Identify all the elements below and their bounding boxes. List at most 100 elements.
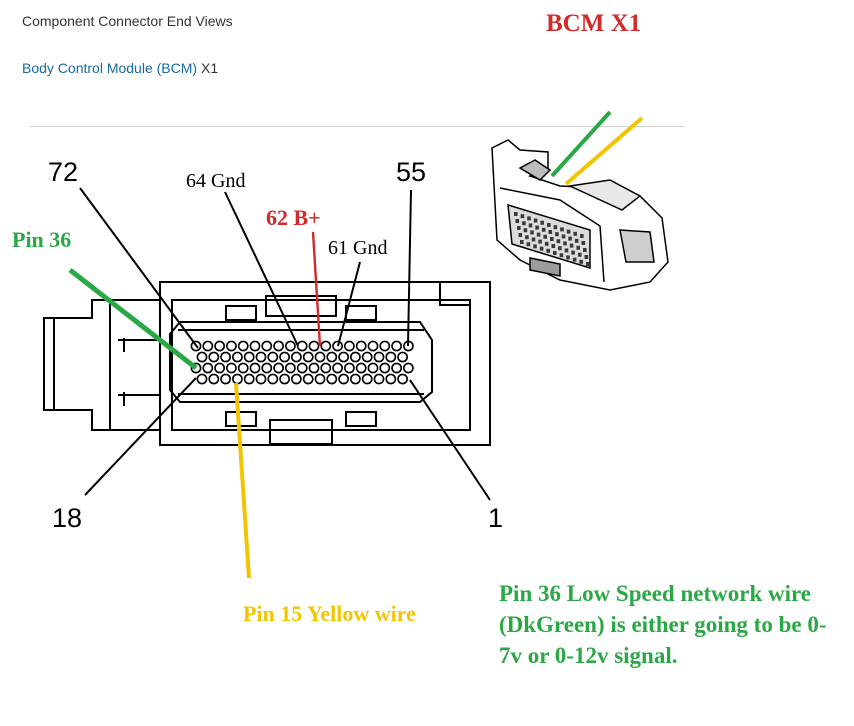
photo-pin bbox=[543, 234, 547, 239]
photo-pin bbox=[576, 245, 580, 250]
photo-pin bbox=[523, 228, 528, 233]
photo-pin bbox=[550, 237, 554, 241]
photo-pin bbox=[581, 241, 586, 245]
photo-pin bbox=[551, 244, 556, 248]
photo-pin bbox=[580, 234, 584, 238]
photo-pin bbox=[556, 239, 561, 244]
pin-cavity bbox=[249, 362, 261, 374]
photo-pin bbox=[574, 238, 579, 243]
photo-pin bbox=[515, 219, 520, 223]
photo-pin bbox=[553, 225, 558, 230]
pin-cavity bbox=[332, 362, 343, 374]
pin-62-bplus-label: 62 B+ bbox=[266, 205, 321, 230]
pin-cavity bbox=[237, 362, 249, 374]
pin-72-label: 72 bbox=[48, 157, 79, 187]
pin-cavity bbox=[261, 340, 273, 352]
pin-cavity bbox=[190, 362, 202, 374]
photo-pin bbox=[528, 223, 533, 228]
pin-cavity bbox=[202, 362, 214, 374]
pin-cavity bbox=[220, 373, 231, 385]
pin-cavity bbox=[379, 362, 391, 374]
pin-cavity bbox=[385, 351, 397, 363]
pin-cavity bbox=[361, 373, 373, 385]
pin-cavity bbox=[332, 340, 343, 352]
photo-pin bbox=[548, 230, 553, 234]
pin-cavity bbox=[284, 362, 296, 374]
pin-55-label: 55 bbox=[396, 157, 427, 187]
photo-pin bbox=[555, 232, 559, 237]
photo-yellow-wire bbox=[564, 116, 644, 186]
pin-cavity bbox=[261, 362, 273, 374]
photo-pin bbox=[579, 259, 583, 264]
pin-cavity bbox=[267, 351, 279, 363]
pin-cavity bbox=[355, 340, 367, 352]
pin-cavity bbox=[397, 351, 408, 363]
leader-15-yellow bbox=[234, 382, 251, 579]
photo-pin bbox=[569, 243, 574, 248]
connector-photo-illustration bbox=[491, 139, 669, 291]
pin-cavity bbox=[243, 351, 255, 363]
pin-cavity bbox=[273, 340, 284, 352]
photo-pin bbox=[564, 248, 569, 253]
pin-cavity bbox=[290, 373, 302, 385]
pin-cavity bbox=[314, 373, 326, 385]
pin-cavity bbox=[290, 351, 302, 363]
pin-cavity bbox=[326, 351, 338, 363]
photo-pin bbox=[566, 229, 571, 234]
photo-pin bbox=[586, 262, 590, 266]
photo-pin bbox=[525, 235, 529, 240]
pin-cavity bbox=[402, 362, 414, 374]
pin-cavity bbox=[255, 351, 267, 363]
bcm-link-suffix[interactable]: ) bbox=[192, 60, 198, 76]
pin-cavity bbox=[208, 351, 220, 363]
pin-cavity bbox=[314, 351, 326, 363]
photo-pin bbox=[561, 234, 566, 239]
pin-cavity bbox=[279, 351, 290, 363]
pin-61-gnd-label: 61 Gnd bbox=[328, 237, 388, 259]
photo-pin bbox=[526, 242, 531, 247]
bcm-link-prefix[interactable]: Body Control Module ( bbox=[22, 60, 162, 76]
pin-cavity bbox=[208, 373, 220, 385]
pin-15-yellow-note: Pin 15 Yellow wire bbox=[243, 601, 416, 626]
breadcrumb: Body Control Module (BCM) X1 bbox=[22, 60, 218, 76]
pin-cavity bbox=[349, 351, 361, 363]
photo-pin bbox=[517, 226, 521, 230]
photo-pin bbox=[533, 244, 537, 249]
photo-pin bbox=[584, 255, 589, 259]
pin-cavity bbox=[338, 373, 349, 385]
leader-61 bbox=[337, 261, 361, 347]
pin-18-label: 18 bbox=[52, 503, 83, 533]
pin-cavity bbox=[296, 362, 308, 374]
pin-cavity bbox=[284, 340, 296, 352]
pin-cavity bbox=[196, 351, 208, 363]
pin-cavity bbox=[338, 351, 349, 363]
photo-pin bbox=[563, 241, 567, 246]
pin-cavity bbox=[326, 373, 338, 385]
connector-id: X1 bbox=[197, 60, 219, 76]
photo-pin bbox=[547, 223, 551, 227]
photo-pin bbox=[520, 214, 525, 219]
pin-cavity bbox=[279, 373, 290, 385]
pin-cavity bbox=[367, 362, 379, 374]
pin-cavity bbox=[308, 340, 320, 352]
pin-cavity bbox=[373, 351, 385, 363]
pin-cavity bbox=[267, 373, 279, 385]
pin-cavity bbox=[373, 373, 385, 385]
photo-pin bbox=[527, 216, 531, 221]
pin-cavity bbox=[349, 373, 361, 385]
bcm-link-abbr[interactable]: BCM bbox=[161, 60, 193, 76]
photo-pin bbox=[571, 250, 575, 255]
photo-pin bbox=[553, 251, 557, 255]
photo-pin bbox=[560, 227, 564, 232]
pin-cavity bbox=[249, 340, 261, 352]
photo-pin bbox=[540, 220, 544, 225]
pin-cavity bbox=[296, 340, 308, 352]
pin-cavity bbox=[308, 362, 320, 374]
leader-1 bbox=[409, 379, 491, 501]
photo-pin bbox=[566, 255, 570, 260]
pin-36-network-note: Pin 36 Low Speed network wire (DkGreen) … bbox=[499, 581, 827, 668]
photo-pin bbox=[518, 233, 523, 237]
pin-cavity bbox=[190, 340, 202, 352]
photo-pin bbox=[546, 248, 550, 253]
pin-cavity bbox=[225, 340, 237, 352]
